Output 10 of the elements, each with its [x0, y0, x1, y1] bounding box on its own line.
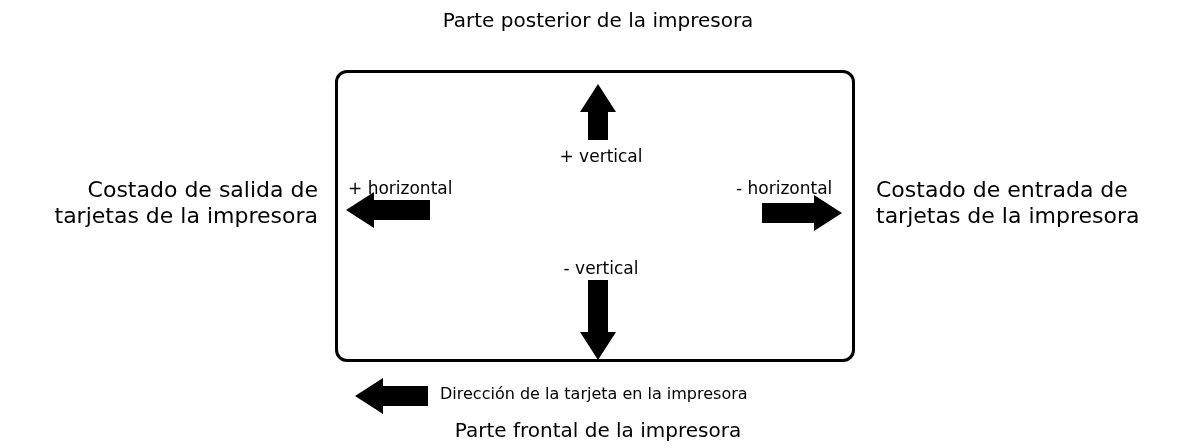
axis-label: - vertical [563, 258, 639, 279]
axis-label: + vertical [559, 146, 643, 167]
side-label: Parte frontal de la impresora [454, 418, 742, 442]
note-text: Dirección de la tarjeta en la impresora [440, 384, 748, 404]
axis-label: + horizontal [348, 178, 453, 199]
axis-label: - horizontal [736, 178, 833, 199]
side-label: Parte posterior de la impresora [442, 8, 754, 32]
side-label: Costado de entrada de tarjetas de la impresora [876, 177, 1141, 230]
side-label: Costado de salida de tarjetas de la impresora [53, 177, 318, 230]
card-outline [335, 70, 855, 362]
